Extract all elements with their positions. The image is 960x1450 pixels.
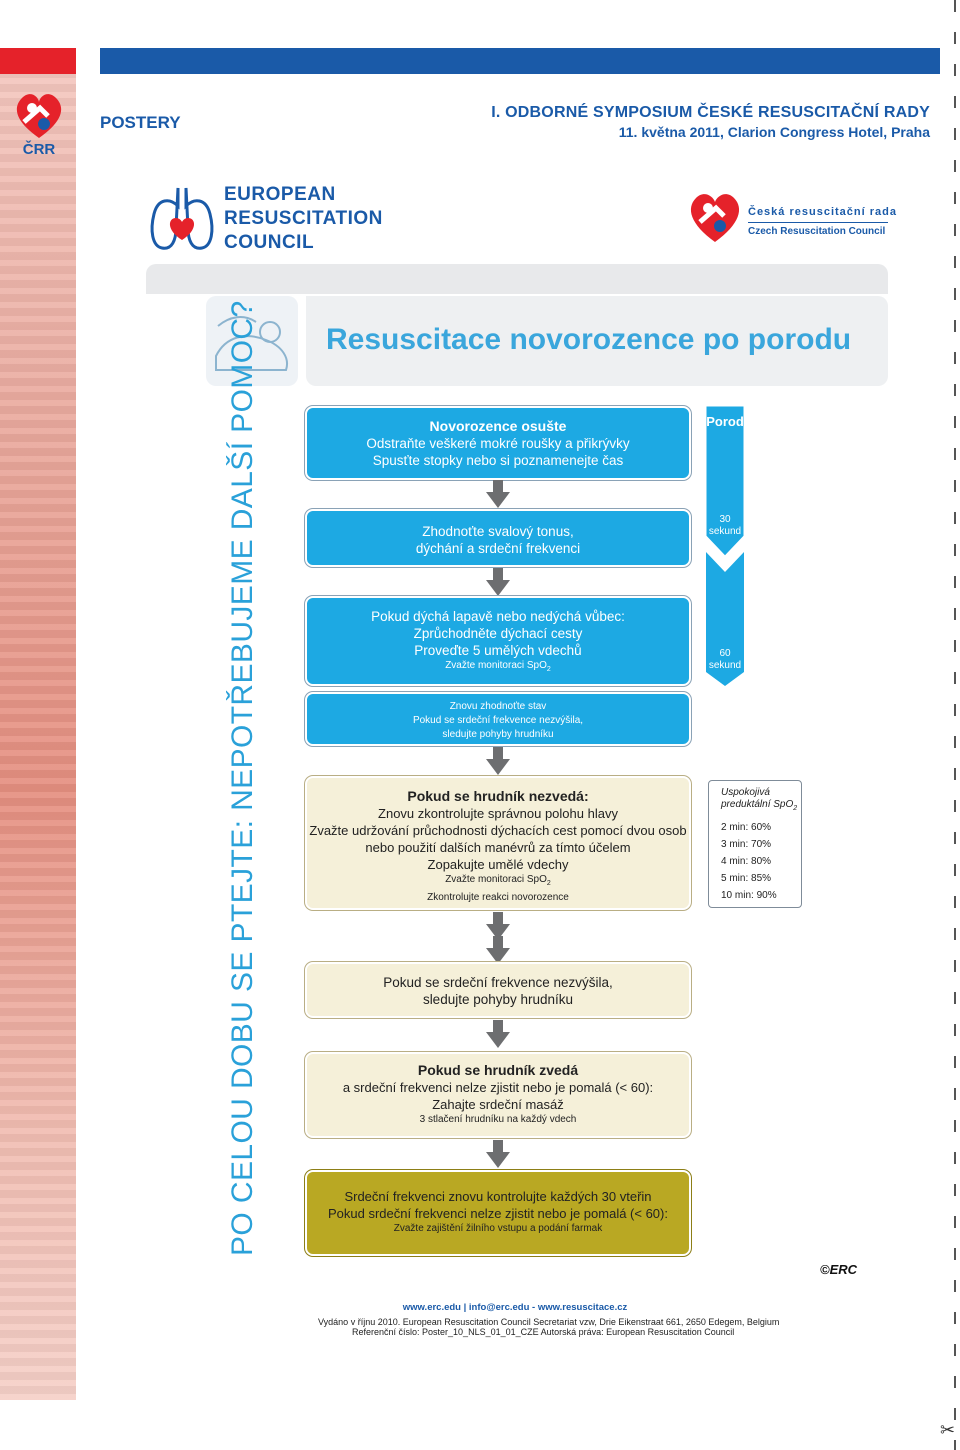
spo2-row: 4 min: 80% — [721, 856, 772, 867]
timeline-bar — [706, 406, 744, 686]
timeline-30s: 30 sekund — [708, 514, 742, 537]
arrow-down-icon — [486, 1140, 510, 1170]
top-blue-bar — [100, 48, 940, 74]
spo2-row: 5 min: 85% — [721, 873, 772, 884]
arrow-down-icon — [486, 912, 510, 942]
step-assess: Zhodnoťte svalový tonus, dýchání a srdeč… — [305, 509, 691, 567]
timeline-60s: 60 sekund — [708, 648, 742, 671]
arrow-down-icon — [486, 568, 510, 598]
spo2-targets-table: Uspokojivá preduktální SpO2 2 min: 60% 3… — [708, 780, 802, 908]
czech-council-name-en: Czech Resuscitation Council — [748, 226, 886, 237]
czech-council-logo — [690, 194, 740, 242]
erc-copyright-mark: ©ERC — [820, 1262, 858, 1277]
step-reassess: Znovu zhodnoťte stav Pokud se srdeční fr… — [305, 692, 691, 746]
step-open-airway: Pokud dýchá lapavě nebo nedýchá vůbec: Z… — [305, 596, 691, 686]
symposium-date: 11. května 2011, Clarion Congress Hotel,… — [618, 124, 930, 140]
arrow-down-icon — [486, 480, 510, 510]
step-look-chest: Pokud se srdeční frekvence nezvýšila, sl… — [305, 962, 691, 1018]
crr-logo: ČRR — [16, 94, 62, 158]
header-band — [146, 264, 888, 294]
section-label: POSTERY — [100, 113, 181, 132]
step-chest-compressions: Pokud se hrudník zvedá a srdeční frekven… — [305, 1052, 691, 1138]
spo2-row: 10 min: 90% — [721, 890, 777, 901]
footer-publisher: Vydáno v říjnu 2010. European Resuscitat… — [318, 1317, 780, 1327]
erc-name: EUROPEAN RESUSCITATION COUNCIL — [224, 184, 383, 253]
spo2-row: 2 min: 60% — [721, 822, 772, 833]
arrow-down-icon — [486, 936, 510, 966]
czech-council-name-cz: Česká resuscitační rada — [748, 206, 897, 218]
edge-cut-marks — [954, 0, 956, 1450]
step-reassess-heart-rate: Srdeční frekvenci znovu kontrolujte každ… — [305, 1170, 691, 1256]
poster-title: Resuscitace novorozence po porodu — [326, 323, 852, 356]
left-photo-strip — [0, 48, 76, 1400]
footer-reference: Referenční číslo: Poster_10_NLS_01_01_CZ… — [352, 1327, 735, 1337]
title-panel — [306, 296, 888, 386]
arrow-down-icon — [486, 1020, 510, 1050]
vertical-reminder: PO CELOU DOBU SE PTEJTE: NEPOTŘEBUJEME D… — [226, 300, 259, 1256]
top-red-bar — [0, 48, 76, 74]
footer-links[interactable]: www.erc.edu | info@erc.edu - www.resusci… — [402, 1302, 628, 1313]
scissors-icon: ✂ — [940, 1420, 956, 1440]
svg-text:ČRR: ČRR — [23, 140, 56, 158]
arrow-down-icon — [486, 747, 510, 777]
timeline-start-label: Porod — [706, 414, 744, 429]
step-chest-not-moving: Pokud se hrudník nezvedá: Znovu zkontrol… — [305, 776, 691, 910]
spo2-row: 3 min: 70% — [721, 839, 772, 850]
symposium-title: I. ODBORNÉ SYMPOSIUM ČESKÉ RESUSCITAČNÍ … — [491, 104, 930, 121]
erc-lungs-logo — [150, 187, 214, 250]
newborn-illustration — [206, 296, 298, 386]
divider — [748, 222, 888, 223]
step-dry-newborn: Novorozence osušte Odstraňte veškeré mok… — [305, 406, 691, 480]
